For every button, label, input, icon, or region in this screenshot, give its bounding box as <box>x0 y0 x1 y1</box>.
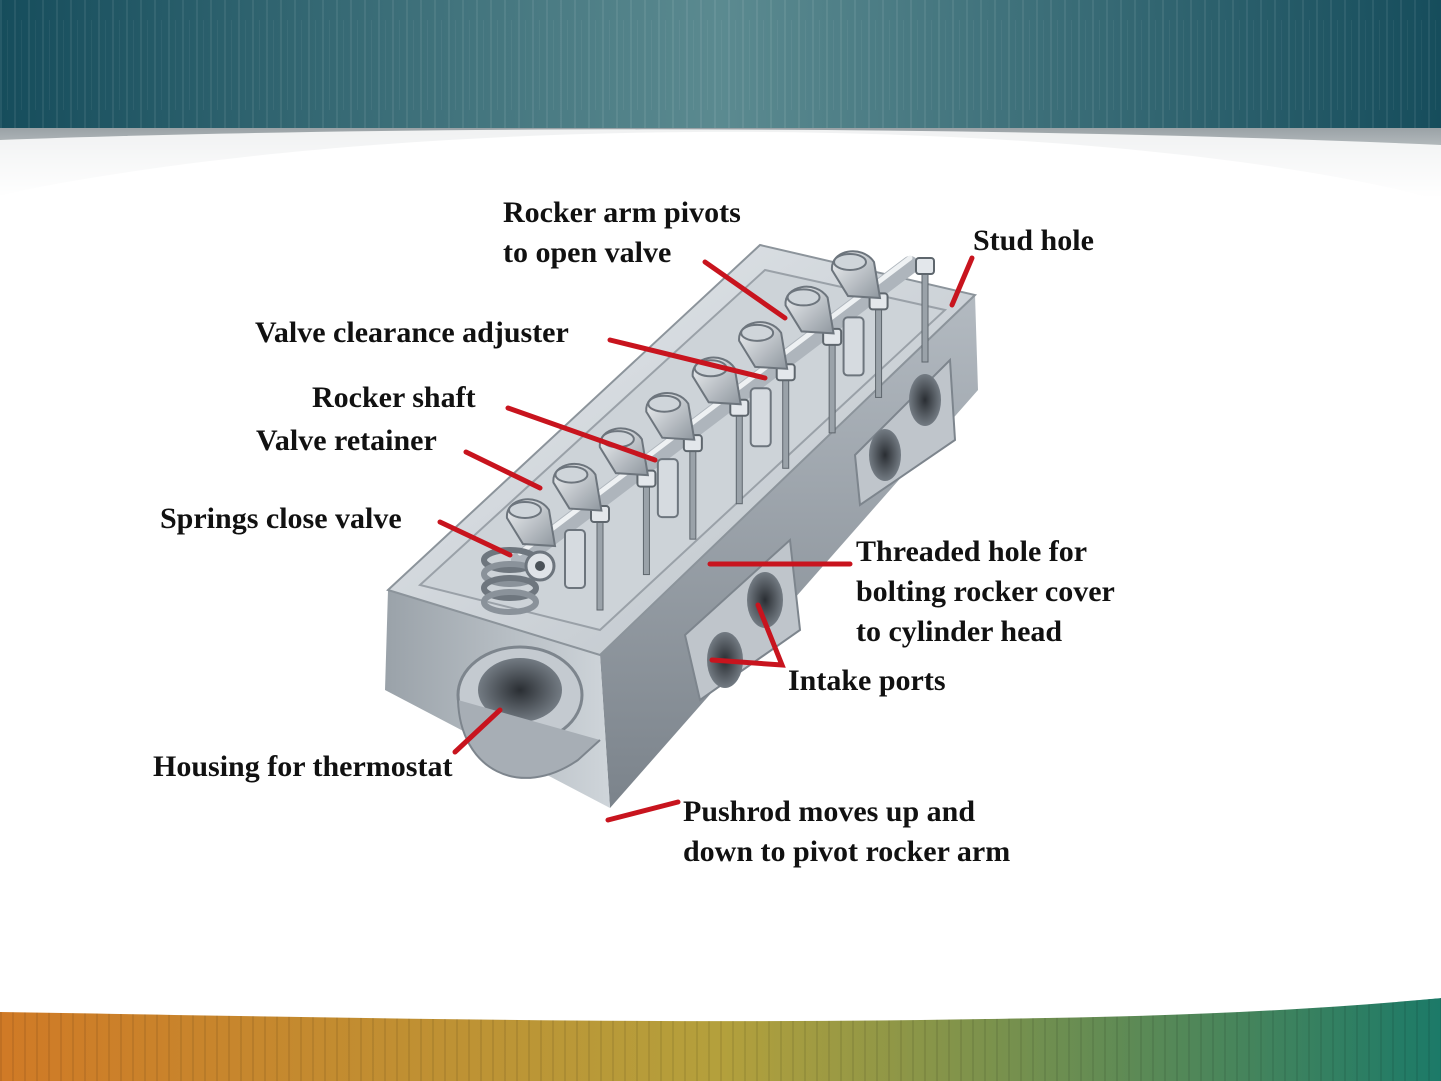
rocker-pedestal <box>844 317 864 375</box>
pushrod <box>876 307 882 397</box>
valve-retainer <box>648 396 680 412</box>
valve-retainer <box>741 325 773 341</box>
rocker-pedestal <box>565 530 585 588</box>
pushrod <box>736 414 742 504</box>
pushrod <box>690 449 696 539</box>
label-valve-clearance-adjuster: Valve clearance adjuster <box>255 313 569 353</box>
label-threaded-hole: Threaded hole for bolting rocker cover t… <box>856 532 1115 652</box>
label-intake-ports: Intake ports <box>788 661 946 701</box>
pushrod <box>783 378 789 468</box>
pushrod <box>829 343 835 433</box>
pushrod <box>643 485 649 575</box>
label-housing-for-thermostat: Housing for thermostat <box>153 747 452 787</box>
valve-retainer <box>555 467 587 483</box>
rocker-pedestal <box>658 459 678 517</box>
label-pushrod: Pushrod moves up and down to pivot rocke… <box>683 792 1010 872</box>
label-stud-hole: Stud hole <box>973 221 1094 261</box>
label-valve-retainer: Valve retainer <box>256 421 437 461</box>
valve-retainer <box>834 254 866 270</box>
pushrod <box>922 272 928 362</box>
label-rocker-arm-pivots: Rocker arm pivots to open valve <box>503 193 741 273</box>
valve-retainer <box>509 502 541 518</box>
label-springs-close-valve: Springs close valve <box>160 499 402 539</box>
rocker-pedestal <box>751 388 771 446</box>
valve-retainer <box>788 289 820 305</box>
pushrod <box>597 520 603 610</box>
valve-clearance-adjuster <box>916 258 934 274</box>
label-rocker-shaft: Rocker shaft <box>312 378 476 418</box>
leader-pushrod <box>608 802 678 820</box>
